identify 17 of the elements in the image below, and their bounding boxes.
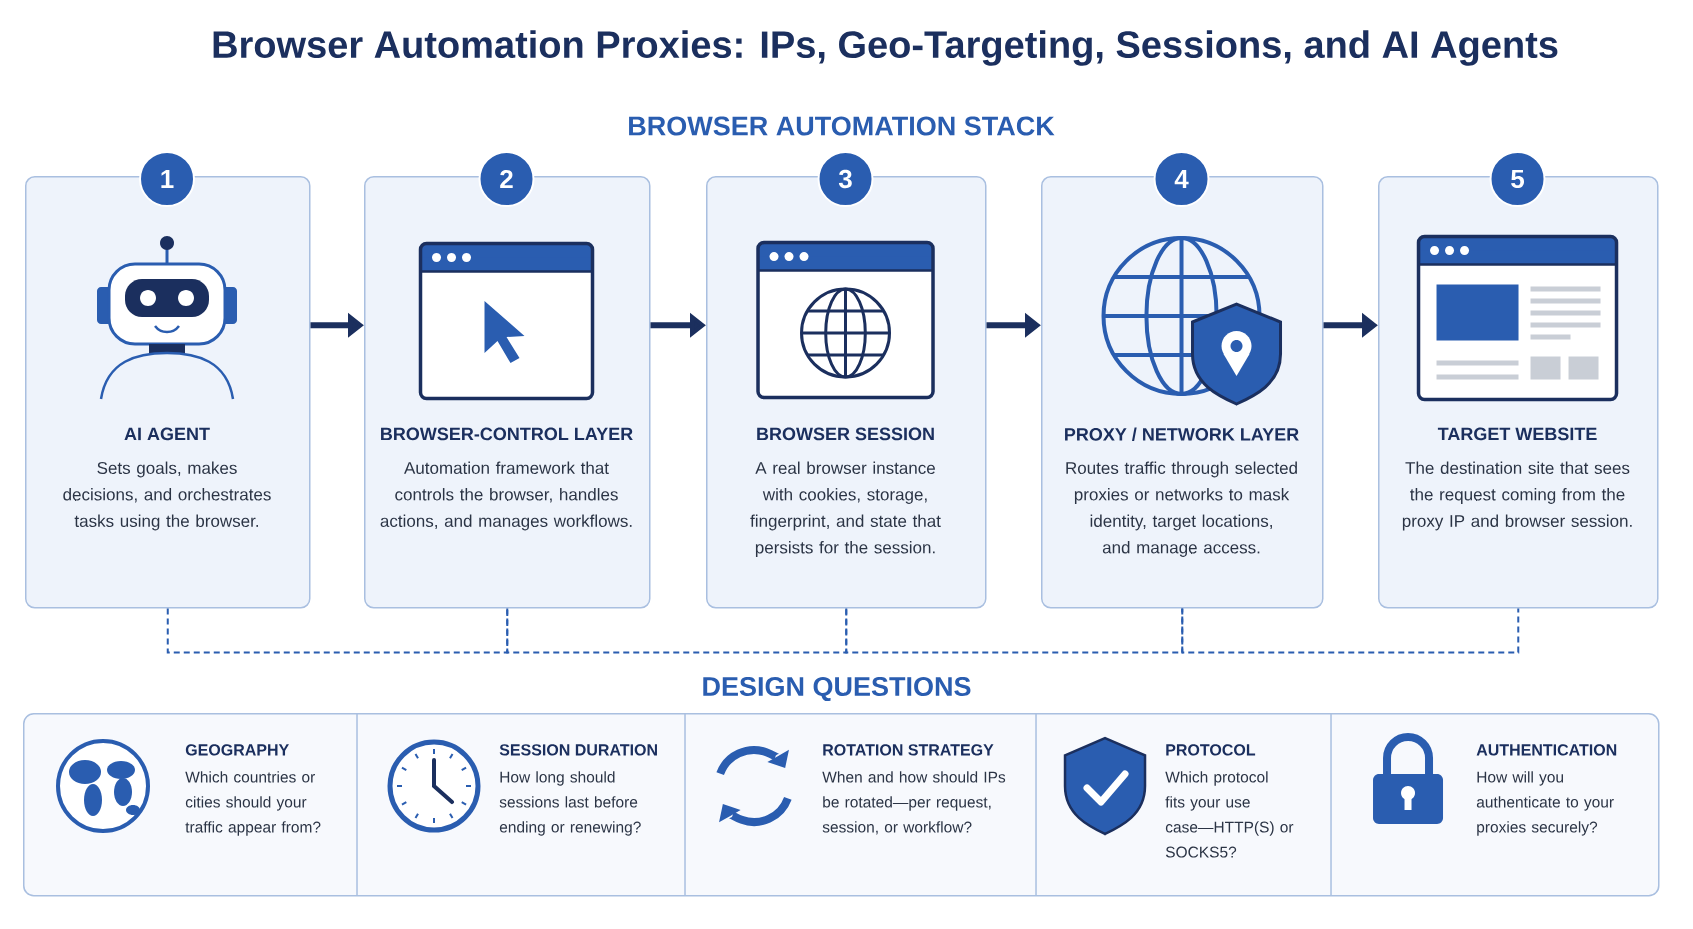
dashed-connector: [166, 607, 509, 654]
question-cell: PROTOCOL Which protocol fits your use case—HTTP(S) or SOCKS5?: [1165, 744, 1294, 858]
number-badge: 2: [478, 151, 535, 207]
question-cell: GEOGRAPHY Which countries or cities should your traffic appear from?: [185, 744, 321, 836]
dashed-connector: [1181, 607, 1520, 654]
number-badge: 4: [1153, 151, 1210, 207]
number-badge: 1: [139, 151, 195, 207]
section-heading: DESIGN QUESTIONS: [703, 676, 971, 702]
number-badge: 5: [1489, 151, 1546, 207]
number-badge: 3: [817, 151, 874, 207]
question-cell: ROTATION STRATEGY When and how should IPs be rotated—per request, session, or workflow?: [822, 744, 1006, 835]
dashed-connector: [506, 607, 848, 654]
question-cell: AUTHENTICATION How will you authenticate to your proxies securely?: [1476, 744, 1617, 836]
section-heading: BROWSER AUTOMATION STACK: [629, 116, 1055, 136]
title: Browser Automation Proxies: IPs, Geo-Targeting, Sessions, and AI Agents: [213, 30, 1558, 66]
dashed-connector: [845, 607, 1184, 654]
question-cell: SESSION DURATION How long should sessions last before ending or renewing?: [499, 744, 657, 836]
